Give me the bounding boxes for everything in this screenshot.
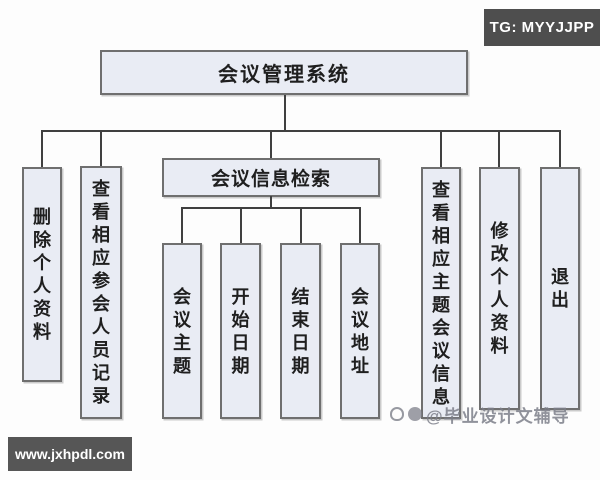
node-end-date: 结束日期 xyxy=(280,243,321,419)
node-delete-personal-profile: 删除个人资料 xyxy=(22,167,62,382)
node-view-topic-meeting-info: 查看相应主题会议信息 xyxy=(421,167,461,419)
connector-search-drop xyxy=(270,196,272,208)
connector-drop-delete-profile xyxy=(41,130,43,168)
connector-drop-start-date xyxy=(240,207,242,244)
connector-drop-meeting-topic xyxy=(181,207,183,244)
node-exit: 退出 xyxy=(540,167,580,410)
node-meeting-address: 会议地址 xyxy=(340,243,380,419)
tg-badge: TG: MYYJJPP xyxy=(484,9,600,46)
node-view-participant-records: 查看相应参会人员记录 xyxy=(80,166,122,419)
connector-drop-end-date xyxy=(300,207,302,244)
connector-search-branch xyxy=(181,207,361,209)
connector-root-drop xyxy=(284,95,286,131)
logo-dot-icon xyxy=(408,407,422,421)
watermark: @毕业设计文辅导 xyxy=(390,402,570,426)
url-badge: www.jxhpdl.com xyxy=(8,437,132,471)
connector-drop-view-participants xyxy=(100,130,102,167)
connector-drop-info-search xyxy=(270,130,272,159)
watermark-text: @毕业设计文辅导 xyxy=(426,406,570,426)
node-start-date: 开始日期 xyxy=(220,243,261,419)
node-meeting-topic: 会议主题 xyxy=(162,243,202,419)
paw-icon xyxy=(390,407,404,421)
connector-drop-modify-profile xyxy=(498,130,500,168)
node-meeting-management-system: 会议管理系统 xyxy=(100,50,468,95)
node-meeting-info-search: 会议信息检索 xyxy=(162,158,380,197)
connector-main-branch xyxy=(41,130,561,132)
connector-drop-exit xyxy=(559,130,561,168)
connector-drop-meeting-address xyxy=(359,207,361,244)
connector-drop-view-topic-info xyxy=(440,130,442,168)
node-modify-personal-profile: 修改个人资料 xyxy=(479,167,520,410)
